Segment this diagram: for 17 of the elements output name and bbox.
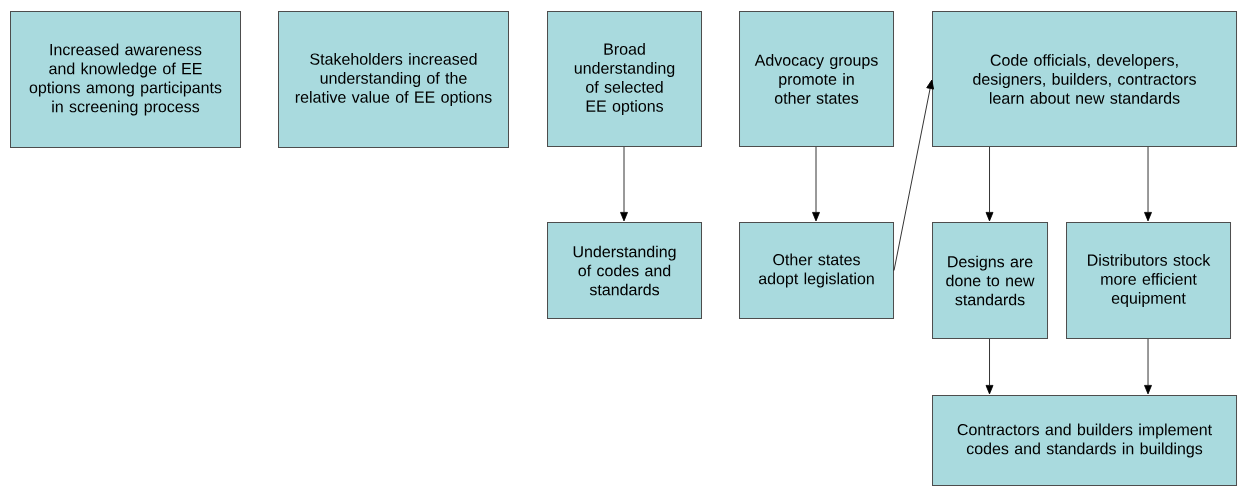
process-box: Advocacy groups promote in other states	[739, 11, 894, 147]
arrow	[1144, 338, 1152, 395]
process-box: Designs are done to new standards	[932, 222, 1048, 339]
arrow	[985, 146, 994, 222]
process-box: Understanding of codes and standards	[547, 222, 702, 319]
arrow	[620, 146, 628, 222]
arrow	[812, 146, 820, 222]
process-box: Increased awareness and knowledge of EE options among participants in screening process	[10, 11, 241, 148]
process-box: Broad understanding of selected EE options	[547, 11, 702, 147]
process-box: Stakeholders increased understanding of the relative value of EE options	[278, 11, 509, 148]
arrow	[985, 338, 994, 395]
arrow	[893, 79, 934, 271]
process-box: Code officials, developers, designers, builders, contractors learn about new standards	[932, 11, 1237, 147]
process-box: Distributors stock more efficient equipment	[1066, 222, 1231, 339]
arrow	[1144, 146, 1152, 222]
process-box: Other states adopt legislation	[739, 222, 894, 319]
process-box: Contractors and builders implement codes and standards in buildings	[932, 395, 1237, 486]
